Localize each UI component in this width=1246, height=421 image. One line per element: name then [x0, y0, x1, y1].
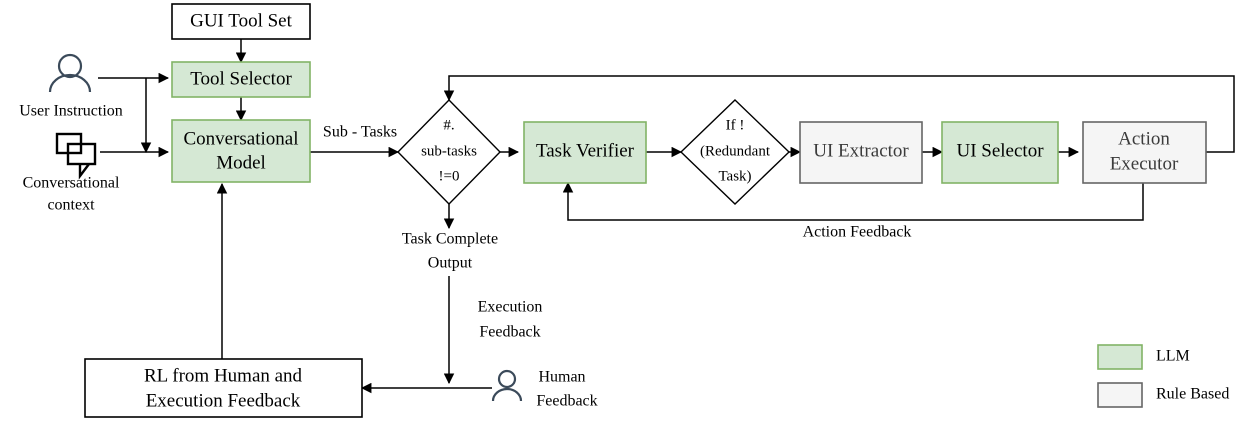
human-feedback-label-line1: Human [538, 369, 585, 386]
node-rl-feedback[interactable]: RL from Human and Execution Feedback [84, 358, 363, 418]
conversational-context-label-line1: Conversational [23, 175, 120, 192]
edge-label-task-complete-line2: Output [428, 255, 473, 272]
decision-redundant-line2: (Redundant [700, 143, 771, 159]
conversational-context-label-line2: context [47, 197, 95, 214]
decision-subtasks-line2: sub-tasks [421, 143, 477, 159]
node-tool-selector[interactable]: Tool Selector [171, 61, 311, 98]
node-action-executor-label-line1: Action [1118, 128, 1170, 149]
decision-redundant-line1: If ! [726, 117, 745, 133]
node-action-executor-label-line2: Executor [1110, 153, 1179, 174]
decision-subtasks[interactable]: #. sub-tasks !=0 [397, 99, 501, 205]
legend: LLM Rule Based [1097, 344, 1229, 408]
node-rl-feedback-label-line1: RL from Human and [144, 365, 303, 386]
legend-llm-label: LLM [1156, 348, 1190, 365]
edge-action-feedback [562, 181, 1144, 221]
node-conversational-model-label-line2: Model [216, 152, 266, 173]
node-task-verifier[interactable]: Task Verifier [523, 121, 647, 184]
node-rl-feedback-label-line2: Execution Feedback [146, 390, 301, 411]
node-conversational-model-label-line1: Conversational [183, 128, 298, 149]
node-tool-selector-label: Tool Selector [190, 68, 292, 89]
decision-redundant-line3: Task) [718, 168, 751, 184]
node-ui-extractor-label: UI Extractor [813, 140, 909, 161]
legend-rule-based-label: Rule Based [1156, 386, 1229, 403]
legend-item-rule-based: Rule Based [1097, 382, 1229, 408]
decision-subtasks-line1: #. [443, 117, 454, 133]
edge-label-task-complete-line1: Task Complete [402, 231, 498, 248]
chat-bubbles-icon [55, 132, 97, 180]
edge-label-action-feedback: Action Feedback [803, 224, 912, 241]
edge-label-execution-feedback-line2: Feedback [479, 324, 540, 341]
node-ui-selector-label: UI Selector [956, 140, 1044, 161]
edge-label-execution-feedback-line1: Execution [478, 299, 543, 316]
node-task-verifier-label: Task Verifier [536, 140, 635, 161]
user-instruction-label: User Instruction [19, 103, 123, 120]
human-feedback-icon [491, 369, 523, 402]
node-ui-selector[interactable]: UI Selector [941, 121, 1059, 184]
node-ui-extractor[interactable]: UI Extractor [799, 121, 923, 184]
decision-redundant-task[interactable]: If ! (Redundant Task) [679, 99, 791, 205]
human-feedback-label-line2: Feedback [536, 393, 597, 410]
decision-subtasks-line3: !=0 [439, 168, 460, 184]
node-conversational-model[interactable]: Conversational Model [171, 119, 311, 183]
edge-label-sub-tasks: Sub - Tasks [323, 124, 397, 141]
edge-action-executor-loopback-to-subtasks-decision [443, 75, 1235, 153]
user-icon [48, 53, 92, 93]
node-gui-tool-set[interactable]: GUI Tool Set [171, 3, 311, 40]
node-gui-tool-set-label: GUI Tool Set [190, 10, 292, 31]
node-action-executor[interactable]: Action Executor [1082, 121, 1207, 184]
legend-item-llm: LLM [1097, 344, 1190, 370]
